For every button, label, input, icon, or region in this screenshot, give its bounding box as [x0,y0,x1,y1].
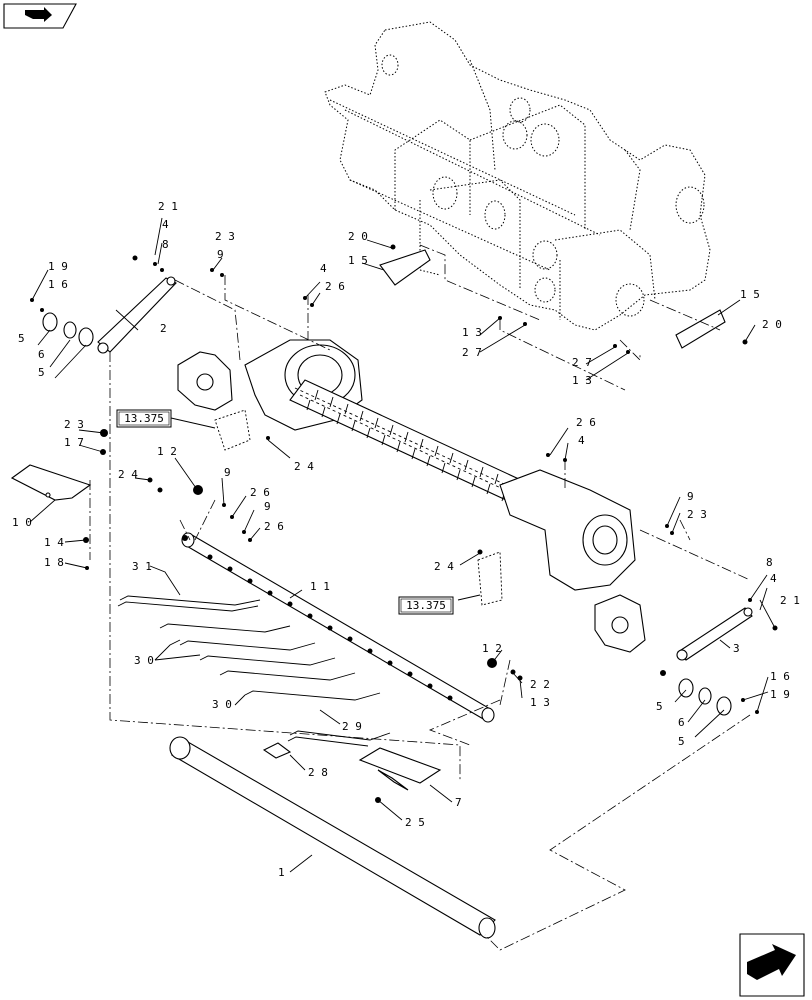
left-arm-2 [97,276,177,354]
callout: 4 [770,572,777,585]
callout: 3 [733,642,740,655]
callout: 1 6 [770,670,790,683]
callout: 9 [224,466,231,479]
left-bearings [42,312,94,347]
callout: 1 0 [12,516,32,529]
callout: 5 [678,735,685,748]
callout: 1 7 [64,436,84,449]
right-arm-3 [676,607,753,661]
callout: 2 3 [687,508,707,521]
tube-1 [169,736,496,939]
callout: 2 6 [576,416,596,429]
callout: 1 2 [482,642,502,655]
callout: 5 [18,332,25,345]
callout: 6 [38,348,45,361]
hardware-bolts [30,244,778,803]
leader-lines [29,217,776,873]
callout: 2 9 [342,720,362,733]
callout: 1 9 [770,688,790,701]
callout: 2 6 [250,486,270,499]
callout: 2 8 [308,766,328,779]
callout: 2 5 [405,816,425,829]
shield-10 [10,464,92,501]
callout-labels: 2 1 4 8 2 3 9 1 9 1 6 5 6 5 2 4 2 6 2 0 … [12,200,800,879]
callout: 2 4 [434,560,454,573]
callout: 2 2 [530,678,550,691]
callout: 1 3 [572,374,592,387]
callout: 2 6 [325,280,345,293]
callout: 7 [455,796,462,809]
shaft-11 [181,532,495,723]
right-bearings [678,678,732,716]
callout: 1 1 [310,580,330,593]
callout: 1 8 [44,556,64,569]
chassis-frame [324,21,711,331]
callout: 5 [38,366,45,379]
next-page-arrow-icon[interactable] [739,933,805,997]
callout: 2 3 [64,418,84,431]
callout: 3 0 [212,698,232,711]
callout: 8 [766,556,773,569]
callout: 2 1 [780,594,800,607]
reference-box-13375-lower[interactable]: 13.375 [398,596,454,615]
callout: 1 3 [530,696,550,709]
callout: 4 [320,262,327,275]
callout: 2 7 [572,356,592,369]
svg-text:13.375: 13.375 [406,599,446,612]
callout: 8 [162,238,169,251]
callout: 2 [160,322,167,335]
callout: 3 0 [134,654,154,667]
callout: 1 6 [48,278,68,291]
rotor-assembly [177,339,646,653]
callout: 1 4 [44,536,64,549]
callout: 1 2 [157,445,177,458]
callout: 2 1 [158,200,178,213]
svg-text:13.375: 13.375 [124,412,164,425]
callout: 2 6 [264,520,284,533]
callout: 5 [656,700,663,713]
callout: 4 [578,434,585,447]
callout: 6 [678,716,685,729]
bracket-15-left [379,249,431,286]
pad-28 [262,742,292,759]
reference-box-13375-upper[interactable]: 13.375 [116,409,216,429]
callout: 2 7 [462,346,482,359]
callout: 3 1 [132,560,152,573]
tines-30 [117,595,391,747]
callout: 2 4 [118,468,138,481]
bracket-15-right [675,309,726,349]
callout: 1 5 [348,254,368,267]
assembly-centerlines [89,244,751,951]
callout: 9 [687,490,694,503]
callout: 2 3 [215,230,235,243]
plate-7 [358,747,442,791]
callout: 2 0 [762,318,782,331]
callout: 1 5 [740,288,760,301]
callout: 9 [217,248,224,261]
callout: 1 9 [48,260,68,273]
callout: 2 4 [294,460,314,473]
callout: 1 [278,866,285,879]
callout: 2 0 [348,230,368,243]
callout: 9 [264,500,271,513]
book-arrow-icon[interactable] [3,3,77,29]
callout: 4 [162,218,169,231]
callout: 1 3 [462,326,482,339]
